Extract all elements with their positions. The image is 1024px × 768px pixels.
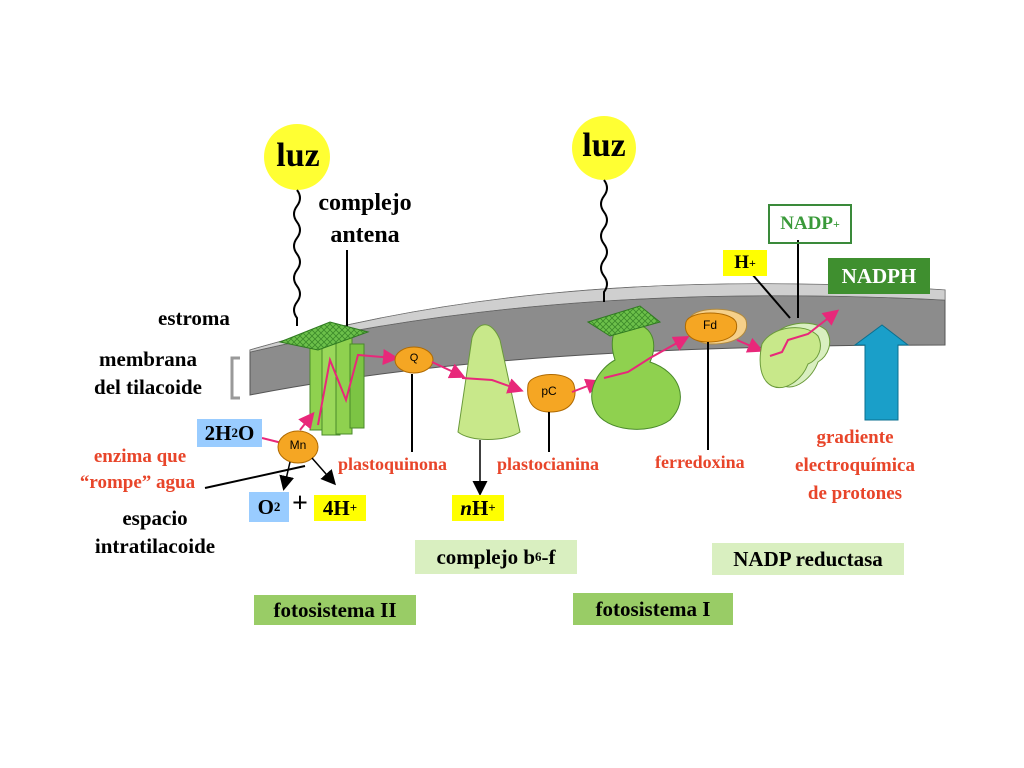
lumen-label-line2: intratilacoide xyxy=(94,534,216,558)
nadp-plus-text: NADP xyxy=(780,213,833,234)
oxygen-text: O xyxy=(257,494,274,519)
photosystem-i-complex xyxy=(586,305,690,430)
gradient-label-line3: de protones xyxy=(807,483,903,504)
h-plus-sup: + xyxy=(748,255,756,270)
nadp-plus-box: NADP+ xyxy=(768,204,852,244)
h-plus-text: H xyxy=(734,252,749,273)
antenna-label-line1: complejo xyxy=(318,190,412,216)
nadp-reductase-box: NADP reductasa xyxy=(712,543,904,575)
b6f-subscript: 6 xyxy=(535,549,542,564)
membrane-label-line1: membrana xyxy=(99,347,197,371)
light-left-icon xyxy=(264,124,330,326)
light-right-icon xyxy=(572,116,636,302)
plastoquinone-label: plastoquinona xyxy=(338,454,448,474)
enzyme-label-line1: enzima que xyxy=(93,446,187,467)
plus-sign: + xyxy=(292,488,308,519)
mn-cluster xyxy=(204,411,336,491)
q-label: Q xyxy=(409,352,419,364)
photosystem-ii-complex xyxy=(278,321,399,436)
stroma-label: estroma xyxy=(158,306,230,330)
water-subscript: 2 xyxy=(231,425,239,440)
water-text: 2H xyxy=(204,420,232,445)
lumen-label-line1: espacio xyxy=(122,506,188,530)
b6f-text: complejo b xyxy=(436,544,536,569)
ferredoxin-label: ferredoxina xyxy=(655,452,745,472)
cytochrome-b6f-complex xyxy=(457,324,524,496)
nadp-reductase-enzyme xyxy=(751,240,840,388)
photosystem-i-box: fotosistema I xyxy=(573,593,733,625)
nadph-box: NADPH xyxy=(828,258,930,294)
light-left-label: luz xyxy=(276,137,320,174)
photosystem-ii-box: fotosistema II xyxy=(254,595,416,625)
proton-gradient-arrow xyxy=(853,324,910,421)
protons-n-italic: n xyxy=(460,495,472,520)
enzyme-label-line2: “rompe” agua xyxy=(79,472,196,493)
ferredoxin-carrier xyxy=(684,308,764,450)
gradient-label-line1: gradiente xyxy=(816,427,894,448)
fd-label: Fd xyxy=(702,318,717,332)
membrane-label-line2: del tilacoide xyxy=(94,375,202,399)
pc-label: pC xyxy=(541,384,557,398)
plastoquinone-carrier xyxy=(394,346,466,452)
protons-4-box: 4H+ xyxy=(314,495,366,521)
protons-n-sup: + xyxy=(488,500,496,515)
protons-n-text: H xyxy=(471,495,489,520)
membrane-bracket xyxy=(230,356,240,400)
light-right-label: luz xyxy=(582,127,626,164)
plastocyanin-label: plastocianina xyxy=(497,454,600,474)
protons-4-text: 4H xyxy=(322,495,350,520)
nadp-plus-sup: + xyxy=(832,216,840,231)
b6f-end: -f xyxy=(541,544,556,569)
plastocyanin-carrier xyxy=(527,374,602,452)
water-end: O xyxy=(238,420,255,445)
gradient-label-line2: electroquímica xyxy=(795,455,915,476)
protons-4-sup: + xyxy=(349,500,358,515)
oxygen-subscript: 2 xyxy=(273,499,281,514)
antenna-label-line2: antena xyxy=(330,222,400,248)
mn-label: Mn xyxy=(289,438,307,452)
h-plus-box: H+ xyxy=(723,250,767,276)
